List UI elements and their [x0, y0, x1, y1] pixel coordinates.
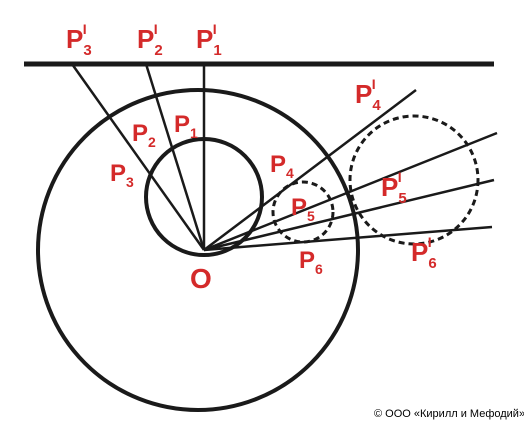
rays — [70, 63, 498, 252]
ray-p2 — [144, 63, 206, 251]
label-p6-prime: P6I — [411, 234, 437, 272]
label-p4-prime: P4I — [355, 76, 381, 114]
ray-p5 — [203, 178, 495, 252]
small-dashed-circle — [271, 180, 335, 244]
label-p3-prime: P3I — [66, 21, 92, 59]
label-p6: P6 — [299, 247, 323, 277]
label-p1-prime: P1I — [196, 21, 222, 59]
label-p1: P1 — [174, 111, 198, 141]
ray-p6 — [203, 225, 493, 252]
ray-top — [203, 131, 498, 252]
copyright-text: © ООО «Кирилл и Мефодий» — [374, 408, 524, 420]
large-circle — [36, 88, 360, 412]
ray-p3 — [70, 63, 206, 251]
label-p3: P3 — [110, 160, 134, 190]
label-p5-prime: P5I — [381, 169, 407, 207]
label-p4: P4 — [270, 151, 294, 181]
label-p2-prime: P2I — [137, 21, 163, 59]
label-origin: O — [190, 263, 212, 294]
label-p2: P2 — [132, 120, 156, 150]
ray-p4 — [203, 89, 417, 251]
large-dashed-circle — [348, 114, 480, 246]
label-p5: P5 — [291, 194, 315, 224]
